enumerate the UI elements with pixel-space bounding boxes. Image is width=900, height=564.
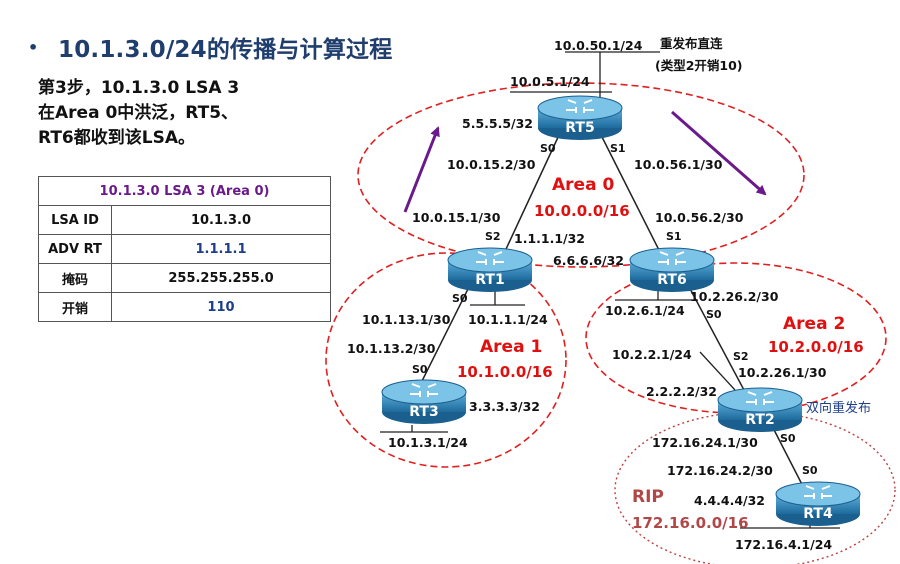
area2-network: 10.2.0.0/16 — [768, 338, 864, 356]
table-row: 开销 110 — [38, 292, 331, 322]
lsa-id-value: 10.1.3.0 — [111, 205, 331, 235]
rip-network: 172.16.0.0/16 — [632, 514, 749, 532]
rt2-router-id: 2.2.2.2/32 — [646, 384, 717, 399]
area0-boundary — [357, 82, 805, 268]
rt4-stub-address: 172.16.4.1/24 — [735, 537, 832, 552]
rt5-port-s1: S1 — [610, 142, 626, 155]
table-row: LSA ID 10.1.3.0 — [38, 205, 331, 235]
bullet-point: • — [28, 37, 39, 57]
rt6-port-s0: S0 — [706, 308, 722, 321]
link-rt5-rt1 — [499, 132, 561, 263]
link-rt2-rt4-addr-a: 172.16.24.1/30 — [652, 435, 758, 450]
adv-rt-value: 1.1.1.1 — [111, 234, 331, 264]
area1-name: Area 1 — [480, 337, 542, 357]
step-line-1: 第3步，10.1.3.0 LSA 3 — [38, 78, 240, 98]
router-rt1: RT1 — [447, 247, 533, 292]
link-rt1-rt3 — [413, 284, 471, 398]
rt2-redistribute-note: 双向重发布 — [806, 400, 871, 416]
link-rt5-rt6-addr-a: 10.0.56.1/30 — [634, 157, 723, 172]
rt1-port-s2: S2 — [485, 230, 501, 243]
rip-boundary — [614, 411, 896, 564]
lsa-table-header-row: 10.1.3.0 LSA 3 (Area 0) — [38, 176, 331, 206]
step-line-2: 在Area 0中洪泛，RT5、 — [38, 103, 239, 123]
area1-boundary — [325, 252, 567, 468]
lsa-table: 10.1.3.0 LSA 3 (Area 0) LSA ID 10.1.3.0 … — [38, 176, 331, 322]
rt5-type2-cost-note: (类型2开销10) — [655, 58, 743, 73]
link-rt5-rt1-addr-b: 10.0.15.1/30 — [412, 210, 501, 225]
link-rt5-rt1-addr-a: 10.0.15.2/30 — [447, 157, 536, 172]
link-rt6-rt2-addr-b: 10.2.26.1/30 — [738, 365, 827, 380]
router-rt2: RT2 — [717, 387, 803, 432]
rt3-port-s0: S0 — [412, 363, 428, 376]
router-rt5: RT5 — [537, 95, 623, 140]
router-rt6: RT6 — [629, 247, 715, 292]
rt1-label: RT1 — [475, 272, 504, 288]
lsa-id-key: LSA ID — [38, 205, 112, 235]
rt4-port-s0: S0 — [802, 464, 818, 477]
rt5-stub1-address: 10.0.5.1/24 — [510, 74, 590, 89]
table-row: ADV RT 1.1.1.1 — [38, 234, 331, 264]
slide-title-row: • 10.1.3.0/24的传播与计算过程 — [28, 30, 392, 64]
rt5-label: RT5 — [565, 120, 594, 136]
rt6-label: RT6 — [657, 272, 686, 288]
rt2-label: RT2 — [745, 412, 774, 428]
link-rt1-rt3-addr-b: 10.1.13.2/30 — [347, 341, 436, 356]
flood-arrow-down-icon — [671, 110, 767, 196]
rt5-stub2-address: 10.0.50.1/24 — [554, 38, 643, 53]
router-rt3: RT3 — [381, 379, 467, 424]
cost-value: 110 — [111, 292, 331, 322]
rt3-router-id: 3.3.3.3/32 — [469, 399, 540, 414]
area1-network: 10.1.0.0/16 — [457, 363, 553, 381]
cost-key: 开销 — [38, 292, 112, 322]
rt6-stub-address: 10.2.6.1/24 — [605, 303, 685, 318]
router-rt4: RT4 — [775, 481, 861, 526]
flood-arrow-up-icon — [403, 126, 440, 213]
rt3-label: RT3 — [409, 404, 438, 420]
area0-network: 10.0.0.0/16 — [534, 202, 630, 220]
rt1-port-s0: S0 — [452, 292, 468, 305]
link-rt6-rt2-addr-a: 10.2.26.2/30 — [690, 289, 779, 304]
rt5-router-id: 5.5.5.5/32 — [462, 116, 533, 131]
page-title: 10.1.3.0/24的传播与计算过程 — [58, 37, 393, 63]
rt6-port-s1: S1 — [666, 230, 682, 243]
link-rt5-rt6 — [599, 132, 666, 263]
rt2-port-s0: S0 — [780, 432, 796, 445]
rt5-redistribute-note: 重发布直连 — [660, 36, 723, 51]
link-rt5-rt6-addr-b: 10.0.56.2/30 — [655, 210, 744, 225]
lsa-table-header: 10.1.3.0 LSA 3 (Area 0) — [38, 176, 331, 206]
rt6-router-id: 6.6.6.6/32 — [553, 253, 624, 268]
table-row: 掩码 255.255.255.0 — [38, 263, 331, 293]
rt2-stub-address: 10.2.2.1/24 — [612, 347, 692, 362]
rt5-port-s0: S0 — [540, 142, 556, 155]
link-rt1-rt3-addr-a: 10.1.13.1/30 — [362, 312, 451, 327]
rt4-label: RT4 — [803, 506, 833, 522]
link-rt2-rt4-addr-b: 172.16.24.2/30 — [667, 463, 773, 478]
adv-rt-key: ADV RT — [38, 234, 112, 264]
rt4-router-id: 4.4.4.4/32 — [694, 493, 765, 508]
area0-name: Area 0 — [552, 175, 614, 195]
step-description: 第3步，10.1.3.0 LSA 3 在Area 0中洪泛，RT5、 RT6都收… — [38, 76, 298, 151]
rip-name: RIP — [632, 487, 664, 507]
rt2-port-s2: S2 — [733, 350, 749, 363]
link-rt6-rt2 — [687, 284, 753, 406]
area2-name: Area 2 — [783, 314, 845, 334]
step-line-3: RT6都收到该LSA。 — [38, 128, 195, 148]
rt1-router-id: 1.1.1.1/32 — [514, 231, 585, 246]
rt1-stub-address: 10.1.1.1/24 — [468, 312, 548, 327]
rt3-stub-address: 10.1.3.1/24 — [388, 435, 468, 450]
stub-rt2 — [699, 351, 736, 391]
